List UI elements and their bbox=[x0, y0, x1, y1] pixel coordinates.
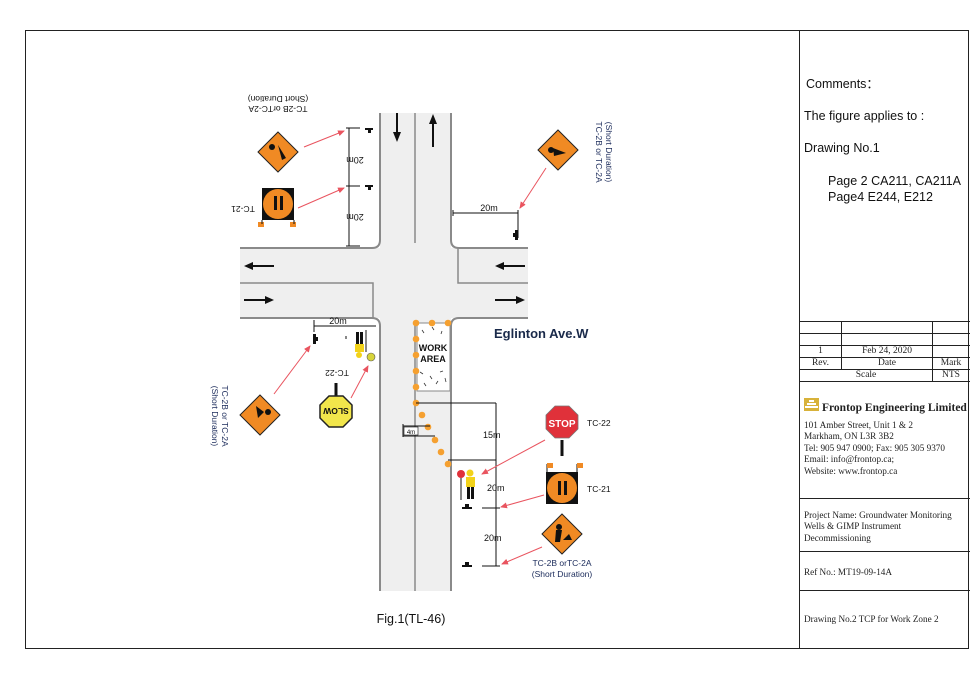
sign-stand bbox=[313, 334, 318, 344]
sign-label: (Short Duration) bbox=[604, 122, 614, 183]
construction-sign-icon bbox=[239, 394, 281, 436]
figure-caption: Fig.1(TL-46) bbox=[377, 612, 446, 626]
spacing-label: 20m bbox=[346, 155, 364, 165]
company-phone: Tel: 905 947 0900; Fax: 905 305 9370 bbox=[804, 442, 945, 453]
pointer-arrow bbox=[303, 130, 345, 148]
title-block bbox=[799, 30, 970, 649]
divider bbox=[799, 369, 970, 371]
construction-sign-icon bbox=[257, 131, 299, 173]
spacing-label: 20m bbox=[487, 483, 505, 493]
pointer-arrow bbox=[297, 187, 345, 209]
project-name: Project Name: Groundwater Monitoring Wel… bbox=[804, 510, 952, 543]
applies-to-text: The figure applies to : bbox=[804, 109, 925, 123]
offset-label: 20m bbox=[480, 203, 498, 213]
construction-sign-icon bbox=[537, 129, 579, 171]
company-address-2: Markham, ON L3R 3B2 bbox=[804, 431, 894, 442]
spacing-label: 20m bbox=[346, 212, 364, 222]
divider bbox=[841, 321, 843, 369]
offset-label: 20m bbox=[329, 316, 347, 326]
divider bbox=[799, 321, 970, 323]
mark-header: Mark bbox=[940, 358, 962, 368]
pointer-arrow bbox=[519, 167, 547, 209]
eastbound-arrow-icon bbox=[244, 296, 274, 304]
rev-header: Rev. bbox=[811, 358, 830, 368]
divider bbox=[932, 321, 934, 381]
divider bbox=[799, 551, 970, 553]
sign-label: TC-2B or TC-2A bbox=[594, 121, 604, 183]
construction-sign-icon bbox=[541, 513, 583, 555]
company-address-1: 101 Amber Street, Unit 1 & 2 bbox=[804, 420, 913, 430]
sign-stand bbox=[462, 504, 472, 509]
east-approach-signs: 20m TC-2B or TC-2A (Short Duration) bbox=[452, 121, 614, 240]
street-name-label: Eglinton Ave.W bbox=[494, 326, 589, 341]
rev-value: 1 bbox=[818, 346, 823, 356]
stop-paddle-icon: STOP bbox=[545, 405, 579, 456]
northbound-arrow-icon bbox=[429, 114, 437, 147]
sign-label: TC-22 bbox=[325, 368, 349, 378]
pointer-arrow bbox=[500, 494, 545, 509]
pointer-arrow bbox=[481, 439, 546, 475]
drawing-ref-text: Drawing No.1 bbox=[804, 141, 880, 155]
divider bbox=[799, 381, 970, 383]
company-email: Email: info@frontop.ca; bbox=[804, 454, 895, 465]
spacing-label: 20m bbox=[484, 533, 502, 543]
ref-number: Ref No.: MT19-09-14A bbox=[804, 567, 893, 577]
sign-label: TC-22 bbox=[587, 418, 611, 428]
traffic-cones bbox=[412, 319, 452, 468]
pointer-arrow bbox=[501, 546, 543, 565]
scale-value: NTS bbox=[942, 370, 960, 380]
page-line: Page4 E244, E212 bbox=[828, 190, 933, 204]
south-approach-signs: 4m 15m 20m 20m STOP TC-22 TC-21 bbox=[402, 402, 611, 579]
westbound-arrow-icon bbox=[495, 262, 525, 270]
sign-label: TC-2B orTC-2A bbox=[248, 104, 307, 114]
sign-stand bbox=[365, 128, 373, 133]
sign-stand bbox=[513, 230, 518, 240]
company-website: Website: www.frontop.ca bbox=[804, 465, 898, 476]
pointer-arrow bbox=[350, 365, 369, 399]
pointer-arrow bbox=[273, 345, 311, 395]
slow-paddle-icon: SLOW bbox=[319, 383, 353, 428]
eastbound-arrow-icon bbox=[495, 296, 525, 304]
comments-heading: Comments： bbox=[806, 77, 879, 91]
building-logo-icon bbox=[804, 398, 819, 411]
westbound-arrow-icon bbox=[244, 262, 274, 270]
sign-stand bbox=[462, 562, 472, 567]
date-value: Feb 24, 2020 bbox=[862, 346, 912, 356]
date-header: Date bbox=[878, 358, 896, 368]
roadway bbox=[240, 113, 528, 591]
divider bbox=[799, 590, 970, 592]
slow-text: SLOW bbox=[322, 406, 348, 416]
flagger-ahead-sign-icon bbox=[258, 188, 296, 227]
stop-text: STOP bbox=[548, 419, 575, 430]
north-approach-signs: 20m 20m TC-2B orTC-2A (Short Duration) T… bbox=[231, 94, 373, 247]
sign-label: TC-21 bbox=[231, 204, 255, 214]
sign-label: (Short Duration) bbox=[210, 386, 220, 447]
divider bbox=[799, 357, 970, 359]
lane-width-label: 4m bbox=[407, 430, 415, 436]
divider bbox=[799, 498, 970, 500]
taper-length-label: 15m bbox=[483, 430, 501, 440]
drawing-frame bbox=[25, 30, 969, 649]
southbound-arrow-icon bbox=[393, 113, 401, 142]
flagger-icon bbox=[457, 469, 475, 500]
divider bbox=[799, 333, 970, 335]
company-name: Frontop Engineering Limited bbox=[822, 402, 967, 414]
flagger-icon bbox=[355, 330, 376, 362]
sign-label: TC-21 bbox=[587, 484, 611, 494]
sign-label: (Short Duration) bbox=[248, 94, 309, 104]
divider bbox=[799, 345, 970, 347]
drawing-title: Drawing No.2 TCP for Work Zone 2 bbox=[804, 614, 939, 624]
work-area-label: WORK bbox=[419, 343, 448, 353]
scale-label: Scale bbox=[855, 370, 877, 380]
sign-label: TC-2B orTC-2A bbox=[532, 558, 591, 568]
flagger-ahead-sign-icon bbox=[546, 463, 583, 504]
west-approach-signs: 20m TC-2B or TC-2A (Short Duration) SLOW… bbox=[210, 316, 376, 447]
sign-stand bbox=[365, 185, 373, 190]
sign-label: TC-2B or TC-2A bbox=[220, 385, 230, 447]
page-line: Page 2 CA211, CA211A bbox=[828, 174, 961, 188]
sign-label: (Short Duration) bbox=[532, 569, 593, 579]
work-area-label: AREA bbox=[420, 354, 446, 364]
work-area: WORK AREA bbox=[416, 322, 451, 392]
